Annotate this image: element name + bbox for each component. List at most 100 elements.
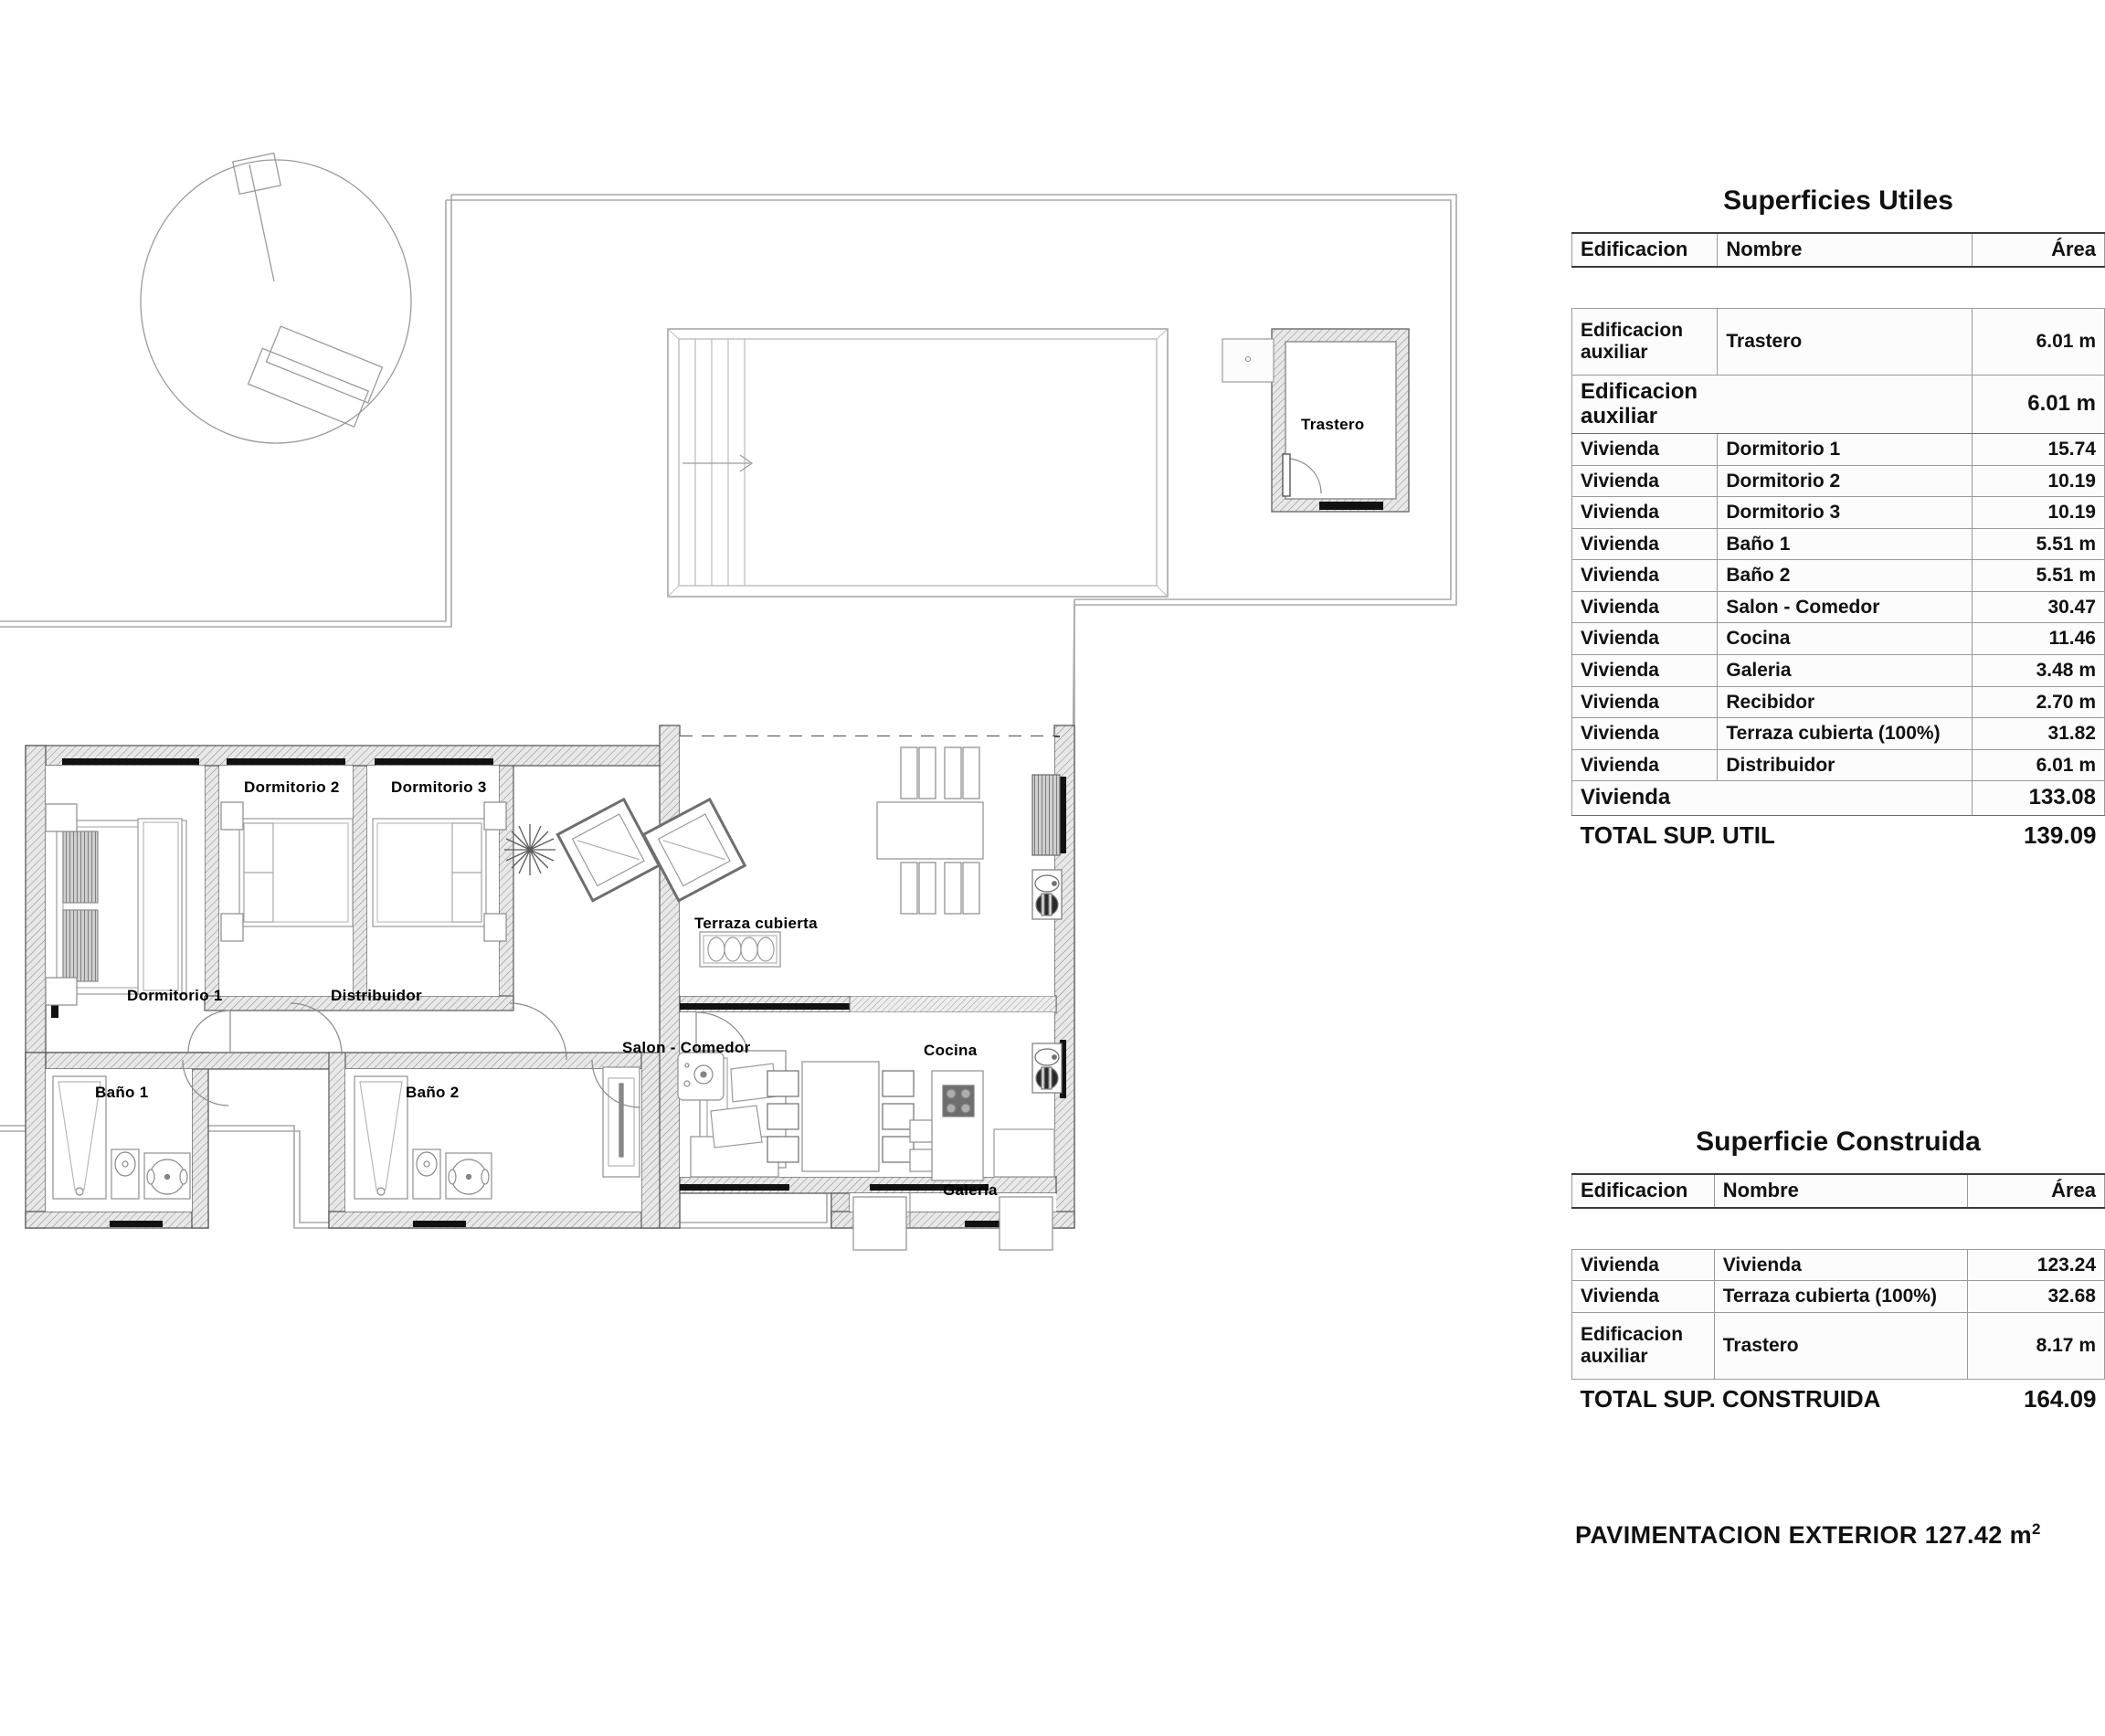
dining-table-icon	[767, 1061, 915, 1172]
table-row: Edificacion auxiliar Trastero 8.17 m	[1571, 1311, 2105, 1380]
cell-nombre: Dormitorio 2	[1717, 464, 1973, 498]
bed-dormitorio-2-icon	[238, 818, 354, 927]
cell-nombre: Vivienda	[1713, 1248, 1969, 1282]
cell-area: 6.01 m	[1972, 307, 2105, 376]
table-total-row: TOTAL SUP. UTIL 139.09	[1571, 814, 2105, 854]
cell-nombre: Terraza cubierta (100%)	[1713, 1280, 1969, 1313]
swimming-pool	[667, 328, 1169, 598]
cell-edificacion: Vivienda	[1571, 590, 1719, 624]
cell-area: 6.01 m	[1972, 748, 2105, 782]
terrace-bbq-icon	[1031, 774, 1063, 920]
kitchen-island-icon	[909, 1070, 984, 1181]
pavimentacion-exterior-label: PAVIMENTACION EXTERIOR 127.42 m	[1575, 1521, 2033, 1549]
cell-subtotal-area: 133.08	[1972, 780, 2105, 816]
pavimentacion-unit-superscript: 2	[2032, 1520, 2041, 1538]
tv-unit-icon	[677, 1052, 725, 1101]
bathroom-1-fixtures-icon	[52, 1075, 191, 1200]
cell-edificacion: Vivienda	[1571, 464, 1719, 498]
bathroom-2-fixtures-icon	[354, 1075, 492, 1200]
col-header-nombre: Nombre	[1717, 232, 1973, 268]
room-label-terraza-cubierta: Terraza cubierta	[694, 915, 818, 932]
cell-nombre: Baño 2	[1717, 559, 1973, 592]
table-row: Vivienda Galeria 3.48 m	[1571, 653, 2105, 687]
cell-subtotal-area: 6.01 m	[1972, 374, 2105, 435]
cell-nombre: Trastero	[1713, 1311, 1969, 1380]
pool-steps-icon	[694, 339, 746, 586]
room-label-dormitorio-1: Dormitorio 1	[127, 987, 223, 1004]
table-subtotal-row: Edificacion auxiliar 6.01 m	[1571, 374, 2105, 435]
col-header-edificacion: Edificacion	[1571, 232, 1719, 268]
cell-subtotal-label: Vivienda	[1571, 780, 1718, 816]
floor-plan-svg	[0, 152, 1457, 1251]
cell-area: 15.74	[1972, 433, 2105, 466]
cell-area: 10.19	[1972, 464, 2105, 498]
cell-edificacion: Vivienda	[1571, 559, 1719, 592]
kitchen-sink-icon	[1031, 1043, 1063, 1094]
cell-subtotal-spacer	[1717, 374, 1973, 435]
cell-nombre: Cocina	[1717, 622, 1973, 655]
cell-total-area: 139.09	[1972, 814, 2105, 854]
terrace-armchair-1-icon	[555, 797, 661, 903]
cell-edificacion: Vivienda	[1571, 433, 1719, 466]
superficies-utiles-table: Superficies Utiles Edificacion Nombre Ár…	[1571, 169, 2105, 854]
table-total-row: TOTAL SUP. CONSTRUIDA 164.09	[1571, 1378, 2105, 1417]
trastero-building	[1222, 328, 1410, 513]
table-row: Vivienda Baño 1 5.51 m	[1571, 527, 2105, 561]
table-spacer-row	[1571, 266, 2105, 309]
cell-edificacion: Vivienda	[1571, 1280, 1715, 1313]
room-label-trastero: Trastero	[1301, 416, 1365, 433]
superficie-construida-table: Superficie Construida Edificacion Nombre…	[1571, 1110, 2105, 1417]
cell-area: 30.47	[1972, 590, 2105, 624]
cell-total-label: TOTAL SUP. UTIL	[1571, 814, 1973, 854]
furniture	[45, 746, 1063, 1251]
cell-nombre: Salon - Comedor	[1717, 590, 1973, 624]
cell-area: 2.70 m	[1972, 685, 2105, 719]
room-label-salon-comedor: Salon - Comedor	[622, 1039, 751, 1056]
room-label-cocina: Cocina	[924, 1042, 978, 1059]
room-label-dormitorio-2: Dormitorio 2	[244, 778, 340, 796]
cell-edificacion: Vivienda	[1571, 1248, 1715, 1282]
room-label-dormitorio-3: Dormitorio 3	[391, 778, 487, 796]
col-header-nombre: Nombre	[1713, 1173, 1969, 1209]
cell-total-area: 164.09	[1967, 1378, 2105, 1417]
cell-area: 3.48 m	[1972, 653, 2105, 687]
cell-edificacion: Vivienda	[1571, 527, 1719, 561]
table-row: Edificacion auxiliar Trastero 6.01 m	[1571, 307, 2105, 376]
col-header-area: Área	[1967, 1173, 2105, 1209]
cell-nombre: Distribuidor	[1717, 748, 1973, 782]
terrace-dining-table-icon	[876, 746, 984, 915]
cell-nombre: Dormitorio 1	[1717, 433, 1973, 466]
table-subtotal-row: Vivienda 133.08	[1571, 780, 2105, 816]
table-spacer-row	[1571, 1207, 2105, 1250]
table-row: Vivienda Recibidor 2.70 m	[1571, 685, 2105, 719]
cell-area: 31.82	[1972, 717, 2105, 750]
cell-nombre: Recibidor	[1717, 685, 1973, 719]
table-title-row: Superficies Utiles	[1571, 169, 2105, 234]
col-header-edificacion: Edificacion	[1571, 1173, 1715, 1209]
cell-edificacion: Vivienda	[1571, 622, 1719, 655]
cell-edificacion: Vivienda	[1571, 748, 1719, 782]
cell-nombre: Galeria	[1717, 653, 1973, 687]
cell-area: 123.24	[1967, 1248, 2105, 1282]
room-label-galeria: Galeria	[943, 1181, 998, 1199]
pavimentacion-exterior-note: PAVIMENTACION EXTERIOR 127.42 m2	[1575, 1520, 2041, 1550]
table-header-row: Edificacion Nombre Área	[1571, 1173, 2105, 1209]
table-row: Vivienda Vivienda 123.24	[1571, 1248, 2105, 1282]
garden-circle-feature	[140, 152, 412, 444]
bed-dormitorio-3-icon	[372, 818, 487, 927]
table-row: Vivienda Terraza cubierta (100%) 31.82	[1571, 717, 2105, 750]
floor-plan-drawing: Trastero Dormitorio 1 Dormitorio 2 Dormi…	[0, 152, 1457, 1251]
table-row: Vivienda Dormitorio 2 10.19	[1571, 464, 2105, 498]
cell-nombre: Trastero	[1717, 307, 1973, 376]
bed-dormitorio-1-icon	[56, 818, 187, 995]
cell-nombre: Baño 1	[1717, 527, 1973, 561]
pool-direction-arrow-icon	[682, 454, 754, 472]
cell-subtotal-label: Edificacion auxiliar	[1571, 374, 1718, 435]
cell-area: 32.68	[1967, 1280, 2105, 1313]
cell-subtotal-spacer	[1717, 780, 1973, 816]
table-row: Vivienda Distribuidor 6.01 m	[1571, 748, 2105, 782]
table-row: Vivienda Dormitorio 3 10.19	[1571, 496, 2105, 529]
table-row: Vivienda Cocina 11.46	[1571, 622, 2105, 655]
table-row: Vivienda Salon - Comedor 30.47	[1571, 590, 2105, 624]
terrace-armchair-2-icon	[641, 797, 747, 903]
